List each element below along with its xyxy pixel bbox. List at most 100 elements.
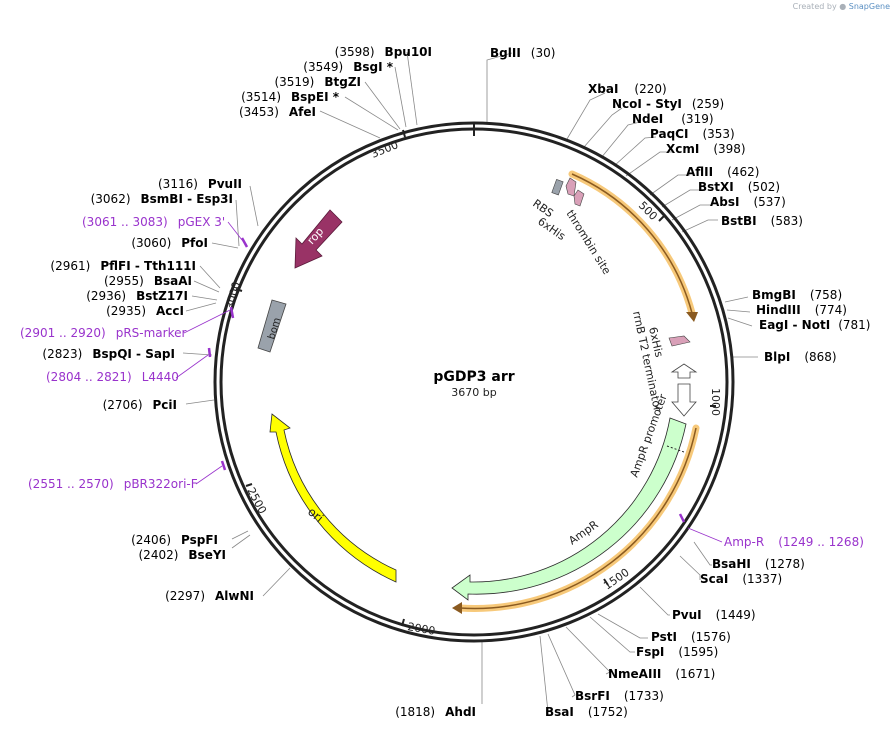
enzyme-site: EagI - NotI(781) [759, 318, 870, 332]
snapgene-logo-icon: ● [839, 2, 847, 11]
his-arrow-2 [668, 335, 691, 347]
amp-promoter-arrow [671, 383, 697, 417]
orf-arrow-top [686, 312, 698, 322]
features [257, 170, 700, 614]
primer-labels: Amp-R(1249 .. 1268) (2551 .. 2570)pBR322… [20, 215, 864, 549]
enzyme-site: PaqCI(353) [650, 127, 735, 141]
leader-line [724, 296, 749, 303]
primer-label: (3061 .. 3083)pGEX 3' [82, 215, 225, 229]
rop-arrow [294, 209, 343, 269]
leader-line [547, 633, 576, 698]
leader-line [182, 352, 213, 356]
enzyme-site: XbaI(220) [588, 82, 667, 96]
ampr-arrow [451, 417, 687, 601]
leader-line [639, 586, 670, 616]
orf-arrow-bottom [452, 602, 462, 614]
leader-line [671, 204, 712, 221]
enzyme-site: (3453)AfeI [239, 105, 316, 119]
enzyme-site: AflII(462) [686, 165, 759, 179]
tick-label: 2000 [406, 620, 436, 638]
leader-line [727, 317, 753, 327]
primer-label: (2901 .. 2920)pRS-marker [20, 326, 186, 340]
leader-line [262, 567, 291, 597]
thrombin-arrow [573, 189, 585, 207]
amp-promoter-boundary [666, 445, 685, 453]
enzyme-site: BsrFI(1733) [575, 689, 664, 703]
leader-line [726, 309, 751, 313]
leader-line [649, 174, 690, 196]
enzyme-site: BglII(30) [490, 46, 555, 60]
enzyme-site: (2936)BstZ17I [86, 289, 188, 303]
leader-line [199, 265, 221, 289]
tick-marks [235, 129, 716, 627]
enzyme-site: (3519)BtgZI [274, 75, 361, 89]
enzyme-site: (1818)AhdI [395, 705, 476, 719]
enzyme-site: (2823)BspQI - SapI [42, 347, 175, 361]
primer-label: Amp-R(1249 .. 1268) [724, 535, 864, 549]
snapgene-credit: Created by ● SnapGene [793, 2, 890, 11]
enzyme-site: NdeI(319) [632, 112, 714, 126]
enzyme-site: (3116)PvuII [158, 177, 242, 191]
leader-line [679, 555, 701, 580]
leader-line [231, 530, 249, 540]
credit-prefix: Created by [792, 2, 837, 11]
enzyme-site: XcmI(398) [666, 142, 746, 156]
enzyme-labels-right: BglII(30) XbaI(220) NcoI - StyI(259) Nde… [490, 46, 870, 719]
primer-label: (2804 .. 2821)L4440 [46, 370, 179, 384]
credit-brand: SnapGene [848, 2, 890, 11]
enzyme-site: (2406)PspFI [131, 533, 218, 547]
enzyme-labels-left: (1818)AhdI (2297)AlwNI (2402)BseYI (2406… [42, 45, 476, 719]
primer-leaders [175, 221, 723, 543]
enzyme-site: AbsI(537) [710, 195, 786, 209]
enzyme-site: BstBI(583) [721, 214, 803, 228]
his1-label: 6xHis [535, 215, 568, 243]
leader-line [589, 616, 635, 653]
enzyme-site: BstXI(502) [698, 180, 780, 194]
leader-line [191, 295, 218, 301]
leader-line [597, 613, 648, 639]
ori-arrow [269, 413, 397, 583]
leader-line [565, 626, 611, 675]
leader-line [364, 81, 401, 130]
terminator-arrow [670, 363, 698, 379]
enzyme-site: ScaI(1337) [700, 572, 782, 586]
enzyme-site: (2935)AccI [106, 304, 184, 318]
leader-line [486, 52, 513, 124]
enzyme-site: NmeAIII(1671) [608, 667, 715, 681]
enzyme-site: NcoI - StyI(259) [612, 97, 724, 111]
leader-line [566, 92, 606, 140]
enzyme-site: (2961)PflFI - Tth111I [50, 259, 196, 273]
leader-line [235, 199, 240, 247]
enzyme-site: BsaI(1752) [545, 705, 628, 719]
leader-line [193, 280, 220, 293]
plasmid-name: pGDP3 arr [433, 369, 514, 385]
enzyme-site: HindIII(774) [756, 303, 847, 317]
leader-line [661, 189, 702, 208]
backbone [213, 121, 735, 643]
enzyme-site: PstI(1576) [651, 630, 731, 644]
plasmid-length: 3670 bp [451, 386, 496, 399]
enzyme-site: (2955)BsaAI [104, 274, 192, 288]
enzyme-site: (2297)AlwNI [165, 589, 254, 603]
bom-box [257, 299, 287, 353]
rbs-box [551, 179, 564, 196]
leader-line [231, 534, 251, 549]
leader-line [211, 242, 239, 249]
enzyme-site: (3060)PfoI [131, 236, 208, 250]
leader-line [693, 541, 712, 566]
enzyme-site: FspI(1595) [636, 645, 718, 659]
primer-label: (2551 .. 2570)pBR322ori-F [28, 477, 198, 491]
enzyme-site: (3062)BsmBI - Esp3I [91, 192, 233, 206]
tick-label: 3000 [223, 280, 243, 310]
leader-line [344, 96, 399, 131]
leader-line [319, 110, 381, 139]
enzyme-site: BsaHI(1278) [712, 557, 805, 571]
leader-line [394, 66, 407, 128]
enzyme-site: (3514)BspEI * [241, 90, 340, 104]
primer-marks [207, 237, 686, 523]
thrombin-label: thrombin site [563, 208, 613, 277]
enzyme-site: (2706)PciI [103, 398, 177, 412]
enzyme-site: BmgBI(758) [752, 288, 842, 302]
enzyme-site: (3598)Bpu10I [335, 45, 432, 59]
